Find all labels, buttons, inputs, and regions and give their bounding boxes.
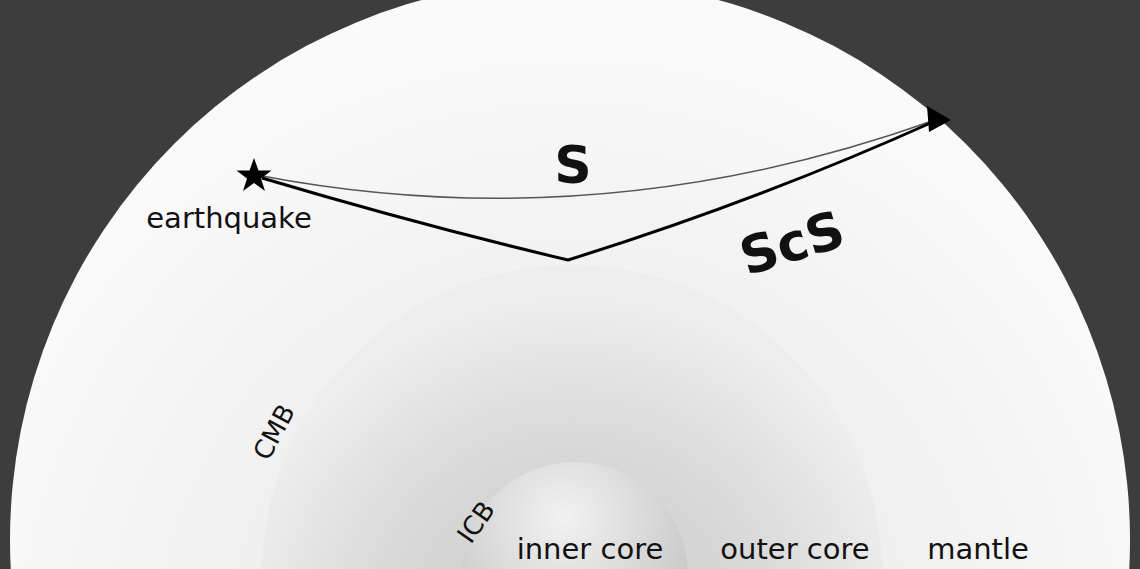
station-triangle [927,106,951,132]
ray-label: S [554,139,591,191]
earthquake-star [237,158,272,191]
outer-core-region [262,265,882,569]
mantle-region [10,0,1130,569]
region-label: mantle [927,535,1029,564]
region-label: inner core [517,535,664,564]
source-label: earthquake [146,204,311,233]
region-label: outer core [720,535,869,564]
s-ray [262,120,935,198]
